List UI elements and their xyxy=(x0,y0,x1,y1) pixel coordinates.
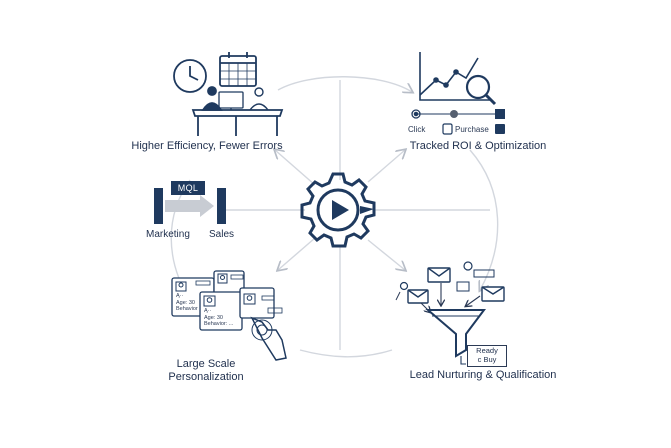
profile-card-text-b: Ą·· Age: 30 Behavior: ... xyxy=(204,308,234,327)
sales-label: Sales xyxy=(209,229,235,240)
mql-badge: MQL xyxy=(171,181,205,195)
personalization-label: Large Scale Personalization xyxy=(168,358,244,383)
marketing-sales-handoff-icon xyxy=(154,188,226,224)
chart-magnifier-icon xyxy=(411,52,505,135)
click-step-label: Click xyxy=(408,125,426,134)
efficiency-label: Higher Efficiency, Fewer Errors xyxy=(131,140,283,152)
roi-label: Tracked ROI & Optimization xyxy=(409,140,547,152)
gear-play-icon xyxy=(300,172,376,248)
profile-cards-hand-icon xyxy=(171,270,287,361)
clock-calendar-team-icon xyxy=(173,52,284,136)
ready-to-buy-box: Ready c Buy xyxy=(467,345,507,367)
hub-spokes xyxy=(225,80,490,350)
email-funnel-icon xyxy=(395,261,505,365)
profile-card-text-a: Ą·· Age: 30 Behavior xyxy=(176,293,198,312)
purchase-step-label: Purchase xyxy=(455,125,489,134)
nurturing-label: Lead Nurturing & Qualification xyxy=(409,369,557,381)
marketing-label: Marketing xyxy=(146,229,190,240)
